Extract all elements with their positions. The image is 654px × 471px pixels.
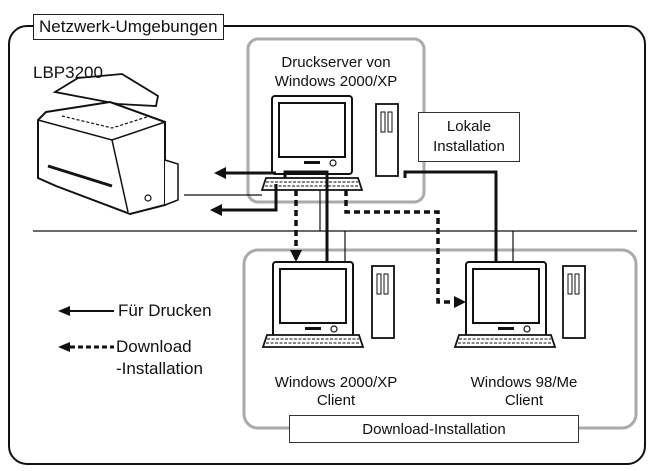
legend-print-label: Für Drucken [118,301,212,320]
printer-label: LBP3200 [33,63,103,82]
server-computer-icon [261,95,399,191]
client2-computer-icon [454,261,586,348]
client1-label-line1: Windows 2000/XP [274,374,398,391]
client1-computer-icon [262,261,395,348]
legend-download-label: Download -Installation [116,336,203,380]
client1-label-line2: Client [316,392,356,409]
server-label: Druckserver von Windows 2000/XP [252,53,420,91]
legend-download-line2: -Installation [116,359,203,378]
local-install-line2: Installation [433,138,505,155]
client2-label: Windows 98/Me Client [440,374,608,410]
legend-download-line1: Download [116,337,192,356]
download-install-box: Download-Installation [289,415,579,443]
client1-label: Windows 2000/XP Client [252,374,420,410]
local-install-line1: Lokale [446,118,492,135]
download-path-arrows [294,190,452,304]
legend-download-arrow [58,342,114,352]
client2-label-line2: Client [504,392,544,409]
outer-frame [8,25,646,465]
diagram-title: Netzwerk-Umgebungen [33,14,224,40]
server-label-line2: Windows 2000/XP [274,73,398,90]
server-label-line1: Druckserver von [281,54,391,71]
legend-print-arrow [58,306,114,316]
client2-label-line1: Windows 98/Me [470,374,578,391]
printer-icon [37,73,179,216]
print-path-arrows [210,167,498,262]
local-install-box: Lokale Installation [418,112,520,162]
